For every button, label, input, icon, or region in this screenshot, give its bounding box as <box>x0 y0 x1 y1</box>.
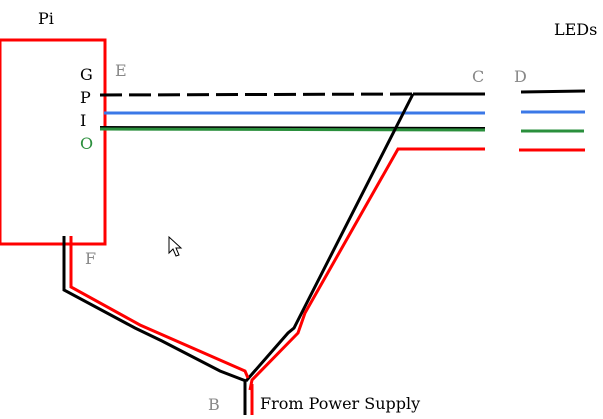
black-wire-from-f <box>62 236 247 383</box>
point-f-label: F <box>85 249 97 268</box>
point-c-label: C <box>472 67 485 86</box>
mouse-pointer-icon <box>168 235 183 257</box>
gpio-letter-p: P <box>80 88 91 107</box>
power-supply-label: From Power Supply <box>260 394 421 413</box>
point-b-label: B <box>208 395 220 414</box>
point-e-label: E <box>115 61 127 80</box>
green-wire-shadow <box>99 126 486 129</box>
red-wire-from-f <box>69 236 250 379</box>
leds-label: LEDs <box>554 20 598 39</box>
green-wire-to-c <box>99 127 486 132</box>
gpio-letter-g: G <box>80 65 93 84</box>
point-d-label: D <box>514 67 527 86</box>
black-wire-dashed <box>99 92 414 97</box>
gpio-letter-o: O <box>80 134 94 153</box>
pi-board-outline <box>0 38 107 246</box>
black-wire-to-led <box>520 89 586 94</box>
pi-label: Pi <box>38 9 54 28</box>
black-wire-diagonal <box>244 93 415 382</box>
gpio-letter-i: I <box>80 111 87 130</box>
red-wire-from-c <box>248 147 485 391</box>
